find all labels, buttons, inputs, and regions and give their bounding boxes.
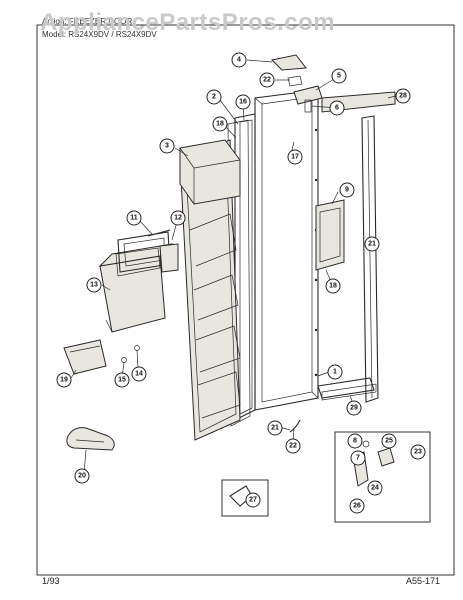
svg-text:17: 17 bbox=[291, 154, 299, 161]
callout-4[interactable]: 4 bbox=[231, 52, 247, 68]
callout-29[interactable]: 27 bbox=[245, 492, 261, 508]
svg-text:4: 4 bbox=[237, 57, 241, 64]
callout-13[interactable]: 13 bbox=[86, 277, 102, 293]
svg-text:15: 15 bbox=[118, 377, 126, 384]
callout-9[interactable]: 9 bbox=[339, 182, 355, 198]
svg-text:22: 22 bbox=[289, 443, 297, 450]
callout-11[interactable]: 11 bbox=[126, 210, 142, 226]
callout-20[interactable]: 20 bbox=[74, 468, 90, 484]
small-shelf-part bbox=[63, 339, 107, 375]
svg-text:27: 27 bbox=[249, 497, 257, 504]
svg-text:22: 22 bbox=[263, 77, 271, 84]
footer-date: 1/93 bbox=[42, 576, 60, 586]
svg-text:16: 16 bbox=[239, 99, 247, 106]
svg-text:26: 26 bbox=[353, 503, 361, 510]
callout-16-top[interactable]: 17 bbox=[287, 149, 303, 165]
svg-text:20: 20 bbox=[78, 473, 86, 480]
callout-3[interactable]: 3 bbox=[159, 138, 175, 154]
callout-7[interactable]: 7 bbox=[350, 450, 366, 466]
side-trim-part bbox=[361, 115, 379, 403]
svg-text:29: 29 bbox=[350, 405, 358, 412]
pin-part bbox=[147, 229, 171, 237]
callout-1[interactable]: 1 bbox=[327, 364, 343, 380]
svg-text:12: 12 bbox=[174, 215, 182, 222]
callout-14[interactable]: 14 bbox=[131, 366, 147, 382]
callout-31[interactable]: 29 bbox=[346, 400, 362, 416]
callout-30[interactable]: 28 bbox=[395, 88, 411, 104]
svg-text:28: 28 bbox=[399, 93, 407, 100]
callout-6[interactable]: 6 bbox=[329, 100, 345, 116]
callout-25[interactable]: 23 bbox=[410, 444, 426, 460]
hinge-wire-part bbox=[289, 419, 301, 433]
bottom-trim-part bbox=[317, 377, 377, 401]
screw-part bbox=[134, 345, 140, 351]
callout-27[interactable]: 25 bbox=[381, 433, 397, 449]
inner-liner-part bbox=[179, 139, 241, 441]
diagram-frame bbox=[36, 24, 455, 576]
svg-text:5: 5 bbox=[337, 73, 341, 80]
callout-22[interactable]: 22 bbox=[285, 438, 301, 454]
svg-text:2: 2 bbox=[212, 94, 216, 101]
callout-5[interactable]: 5 bbox=[331, 68, 347, 84]
ice-bin-part bbox=[98, 243, 174, 333]
callout-28[interactable]: 26 bbox=[349, 498, 365, 514]
callout-12[interactable]: 12 bbox=[170, 210, 186, 226]
watermark-text: AppliancePartsPros.com bbox=[40, 9, 335, 36]
svg-text:11: 11 bbox=[130, 215, 138, 222]
svg-text:19: 19 bbox=[60, 377, 68, 384]
handle-plate-part bbox=[315, 199, 345, 271]
callout-23[interactable]: 21 bbox=[364, 236, 380, 252]
svg-text:25: 25 bbox=[385, 438, 393, 445]
svg-text:18: 18 bbox=[329, 283, 337, 290]
callout-24[interactable]: 22 bbox=[259, 72, 275, 88]
svg-text:23: 23 bbox=[414, 449, 422, 456]
callout-16-bottom[interactable]: 18 bbox=[325, 278, 341, 294]
svg-text:13: 13 bbox=[90, 282, 98, 289]
handle-part bbox=[66, 427, 115, 451]
svg-text:21: 21 bbox=[368, 241, 376, 248]
header-action: Action: FREEZER DOOR bbox=[42, 17, 132, 26]
door-panel-part bbox=[254, 89, 319, 411]
callout-18-top[interactable]: 18 bbox=[212, 116, 228, 132]
callout-15[interactable]: 15 bbox=[114, 372, 130, 388]
callout-17[interactable]: 16 bbox=[235, 94, 251, 110]
callout-21[interactable]: 21 bbox=[267, 420, 283, 436]
screw-part bbox=[121, 357, 127, 363]
svg-text:21: 21 bbox=[271, 425, 279, 432]
svg-text:24: 24 bbox=[371, 485, 379, 492]
callout-19[interactable]: 19 bbox=[56, 372, 72, 388]
top-bin-part bbox=[179, 139, 241, 205]
svg-text:8: 8 bbox=[353, 438, 357, 445]
svg-text:7: 7 bbox=[356, 455, 360, 462]
callout-26[interactable]: 24 bbox=[367, 480, 383, 496]
svg-text:18: 18 bbox=[216, 121, 224, 128]
header-model: Model: RS24X9DV / RS24X9DV bbox=[42, 30, 157, 39]
svg-text:9: 9 bbox=[345, 187, 349, 194]
svg-text:14: 14 bbox=[135, 371, 143, 378]
tool-inset-box bbox=[221, 479, 269, 517]
callout-8[interactable]: 8 bbox=[347, 433, 363, 449]
callout-2[interactable]: 2 bbox=[206, 89, 222, 105]
svg-text:6: 6 bbox=[335, 105, 339, 112]
footer-code: A55-171 bbox=[406, 576, 440, 586]
svg-text:1: 1 bbox=[333, 369, 337, 376]
svg-text:3: 3 bbox=[165, 143, 169, 150]
